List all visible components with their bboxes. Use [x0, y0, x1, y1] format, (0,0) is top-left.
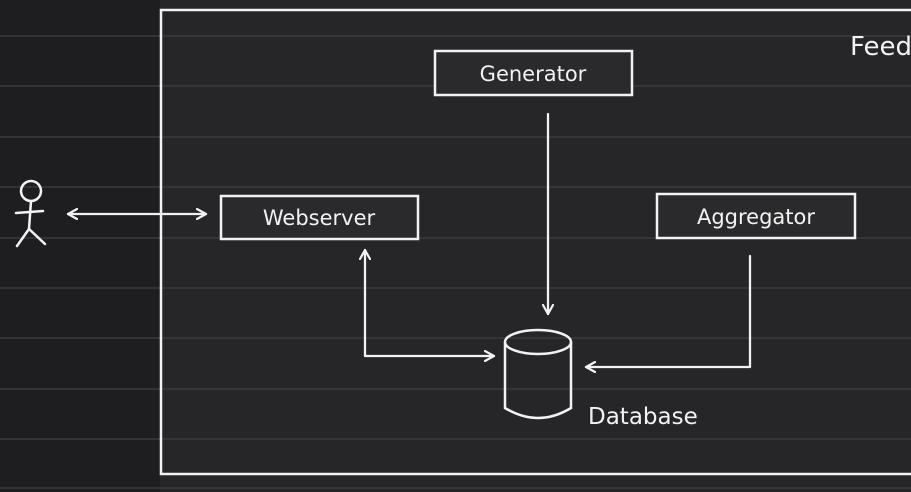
generator-node: Generator — [433, 49, 634, 97]
database-body — [503, 342, 573, 420]
system-boundary — [159, 8, 911, 476]
database-top — [503, 328, 573, 356]
webserver-label: Webserver — [263, 206, 376, 230]
aggregator-box — [655, 192, 857, 240]
generator-label: Generator — [480, 62, 587, 86]
aggregator-node: Aggregator — [655, 192, 857, 240]
database-node — [503, 328, 573, 420]
boundary-title: Feed — [850, 32, 911, 62]
database-label: Database — [588, 404, 698, 430]
user-icon — [14, 179, 47, 248]
left-margin-band — [0, 0, 160, 492]
aggregator-label: Aggregator — [697, 205, 815, 229]
generator-box — [433, 49, 634, 97]
webserver-box — [219, 194, 420, 241]
webserver-node: Webserver — [219, 194, 420, 241]
webserver-database-arrow — [365, 248, 496, 356]
aggregator-database-arrow — [584, 254, 752, 367]
